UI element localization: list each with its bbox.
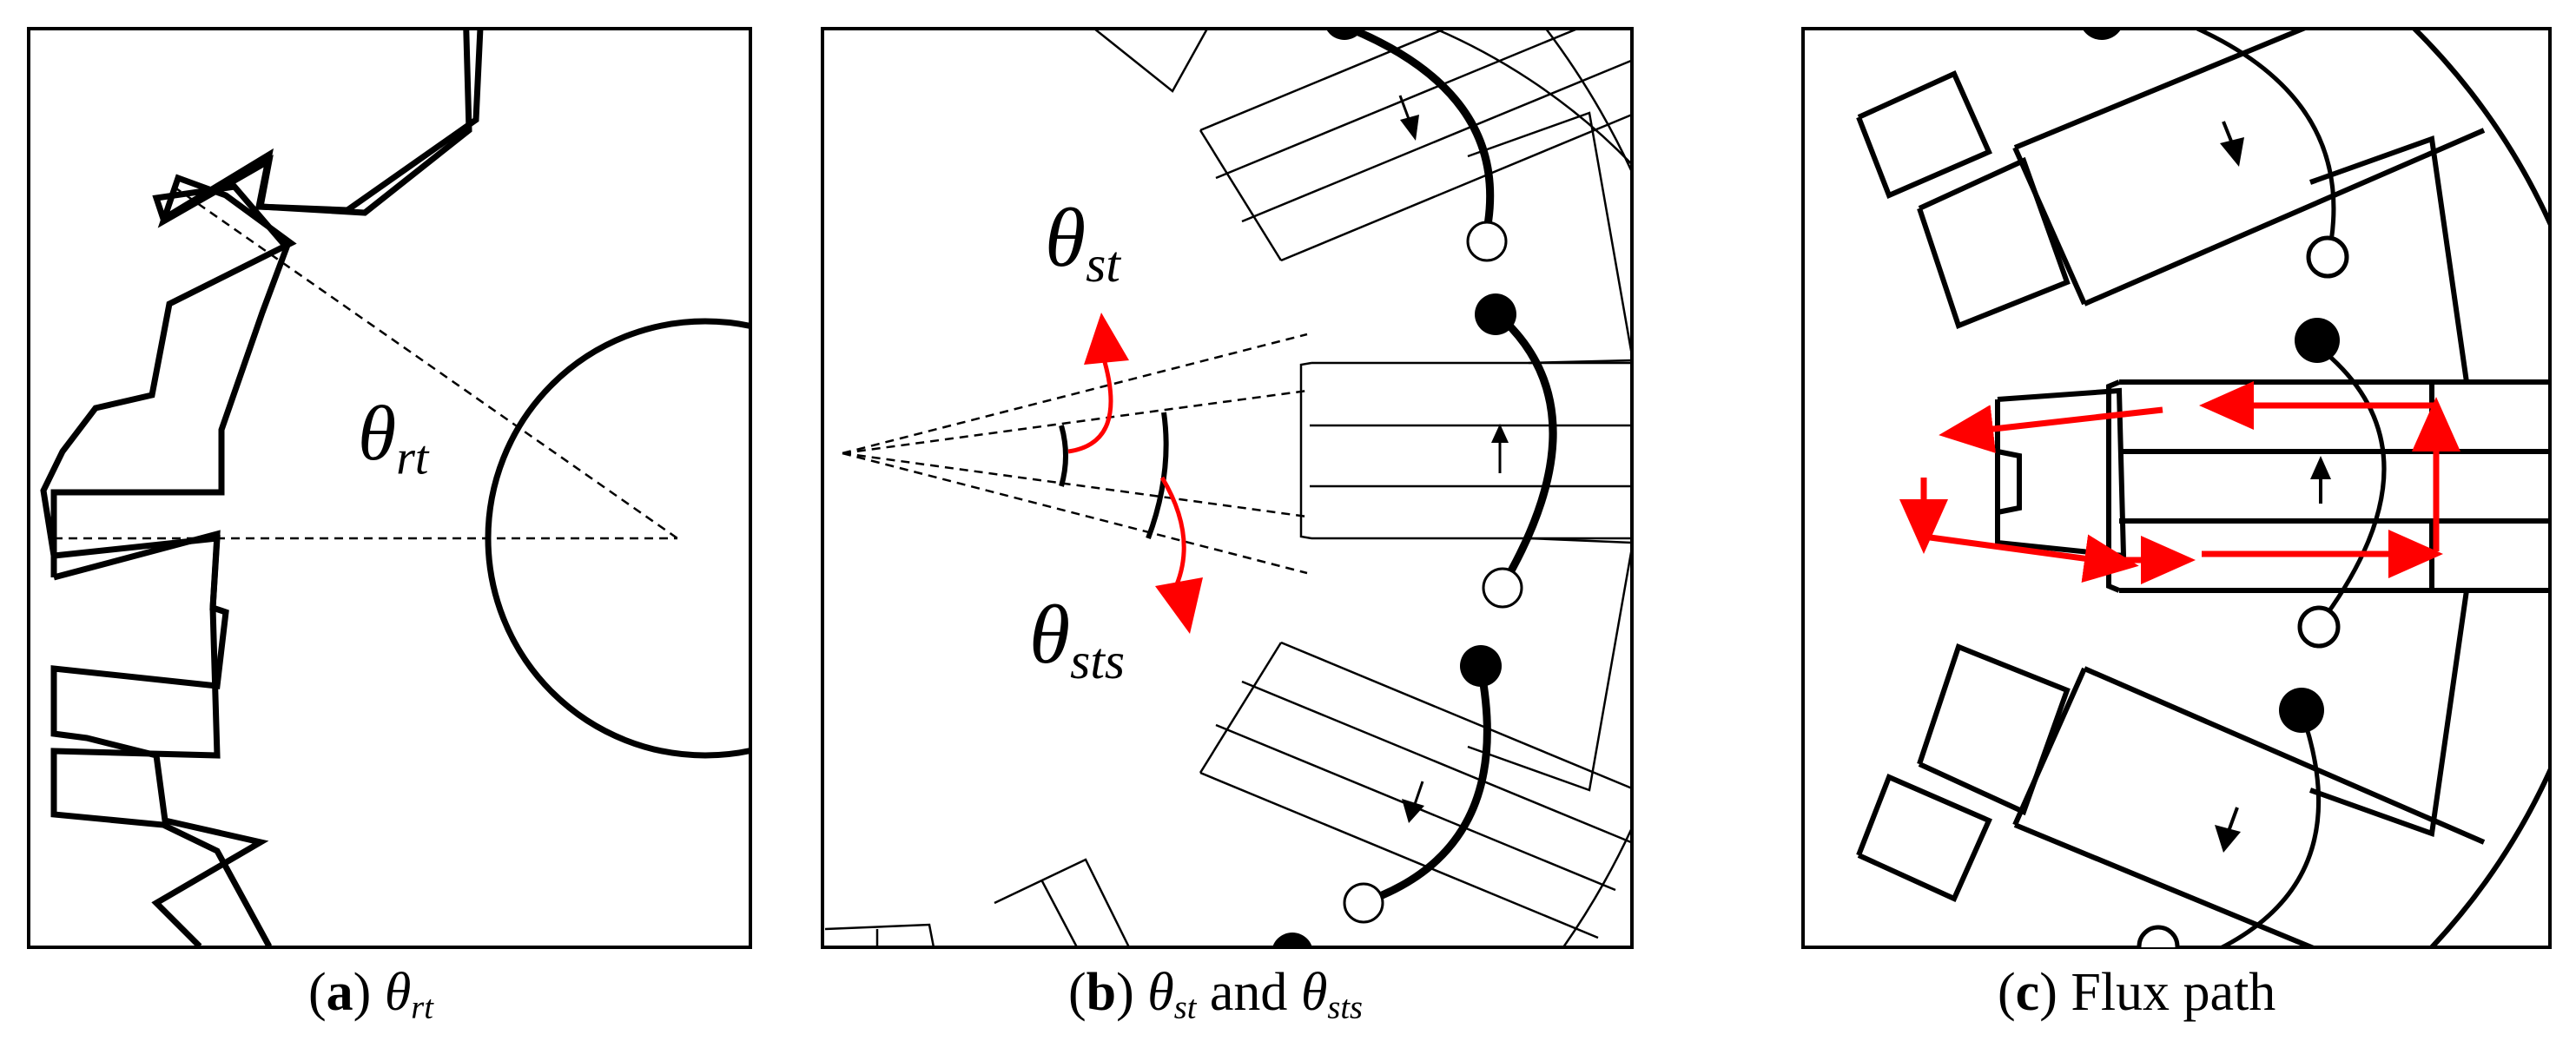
flux-path	[1899, 381, 2460, 584]
stator-tooth-c-center	[2106, 379, 2550, 593]
panel-b	[821, 27, 1634, 949]
panel-a	[27, 27, 752, 949]
callout-arrowhead-st-icon	[1084, 313, 1129, 365]
conductor-c-top	[2082, 29, 2122, 40]
angle-line-b-4	[842, 333, 1308, 455]
caption-c: (c) Flux path	[1998, 963, 2276, 1022]
stator-tooth-far	[824, 29, 1209, 947]
angle-arc-sts	[1146, 412, 1169, 540]
angle-line-b-2	[842, 451, 1308, 518]
conductor-in-lower	[1460, 645, 1502, 687]
magnet-arrow-c-lower-icon	[2215, 807, 2241, 853]
coil-c-middle	[2316, 346, 2387, 627]
callout-arrow-st	[1067, 355, 1113, 454]
angle-line-b-3	[842, 451, 1308, 575]
stator-tooth-lower	[1199, 537, 1632, 939]
shaft-circle	[485, 318, 750, 759]
rotor-outline-main	[50, 29, 484, 947]
coil-upper	[1349, 29, 1495, 231]
conductor-in-middle	[1475, 293, 1516, 335]
coil-c-upper	[2196, 29, 2336, 261]
stator-tooth-upper	[1199, 29, 1632, 365]
panel-c	[1801, 27, 2552, 949]
conductor-c-in-lower	[2279, 688, 2324, 733]
conductor-c-out-middle	[2297, 605, 2341, 649]
flux-segment	[1939, 405, 2163, 453]
conductor-c-out-lower	[2137, 925, 2180, 947]
panel-a-frame	[27, 27, 752, 949]
panel-b-frame	[821, 27, 1634, 949]
magnet-arrow-upper-icon	[1398, 95, 1419, 141]
rotor-teeth-outline	[40, 29, 472, 947]
stator-inner-arc	[955, 29, 1632, 167]
conductor-c-in-middle	[2295, 318, 2340, 363]
angle-label-rt: θrt	[358, 391, 429, 485]
conductor-in-upper	[1325, 29, 1364, 40]
stator-tooth-center	[1299, 361, 1632, 540]
coil-c-lower	[2217, 711, 2321, 947]
angle-label-st: θst	[1045, 191, 1120, 293]
stator-back-arc	[2412, 29, 2550, 947]
magnet-arrow-c-upper-icon	[2220, 121, 2244, 167]
conductor-in-bottom	[1272, 933, 1312, 947]
magnet-arrow-c-middle-icon	[2310, 456, 2331, 504]
coil-lower	[1360, 668, 1491, 907]
magnet-arrow-middle-icon	[1491, 424, 1509, 473]
conductor-out-upper	[1466, 221, 1508, 262]
angle-line-b-1	[842, 389, 1308, 455]
conductor-out-lower	[1343, 882, 1384, 924]
stator-tooth-c-upper	[1856, 29, 2486, 383]
flux-segment	[1923, 533, 2139, 583]
caption-a: (a) θrt	[308, 963, 433, 1026]
coil-middle	[1493, 309, 1557, 589]
angle-arc-st	[1059, 425, 1068, 487]
conductor-c-out-upper	[2306, 235, 2349, 279]
stator-tooth-c-lower	[1856, 590, 2486, 947]
magnet-arrow-lower-icon	[1402, 781, 1424, 823]
callout-arrowhead-sts-icon	[1155, 577, 1203, 634]
stator-outer-arc	[1545, 29, 1632, 947]
conductor-out-middle	[1482, 567, 1523, 609]
angle-label-sts: θsts	[1029, 588, 1126, 689]
caption-b: (b) θst and θsts	[1068, 963, 1363, 1026]
callout-arrow-sts	[1159, 476, 1186, 592]
